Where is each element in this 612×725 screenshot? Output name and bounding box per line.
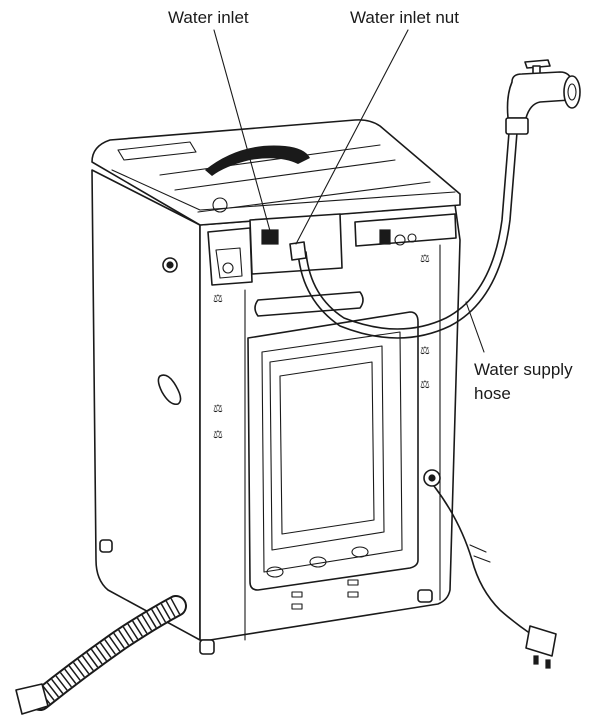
svg-text:⚖: ⚖ [420,344,430,357]
tap-icon [505,59,581,135]
label-water-inlet-nut: Water inlet nut [350,8,459,27]
svg-text:⚖: ⚖ [213,428,223,441]
svg-text:⚖: ⚖ [420,252,430,265]
drain-hose-icon [15,595,187,715]
label-water-supply-hose-line1: Water supply [474,360,573,379]
warning-symbol-icon: ⚖ ⚖ ⚖ ⚖ ⚖ ⚖ [213,252,430,441]
svg-text:⚖: ⚖ [213,402,223,415]
leader-water-inlet [213,29,273,239]
svg-text:⚖: ⚖ [213,292,223,305]
leader-water-inlet-nut [295,29,409,245]
label-water-supply-hose-line2: hose [474,384,511,403]
top-handle [205,145,310,176]
leader-water-supply-hose [465,301,485,353]
power-plug-icon [525,625,557,669]
svg-text:⚖: ⚖ [420,378,430,391]
washing-machine [91,119,461,655]
label-water-inlet: Water inlet [168,8,249,27]
water-supply-hose [297,119,519,339]
power-cord [433,485,541,641]
